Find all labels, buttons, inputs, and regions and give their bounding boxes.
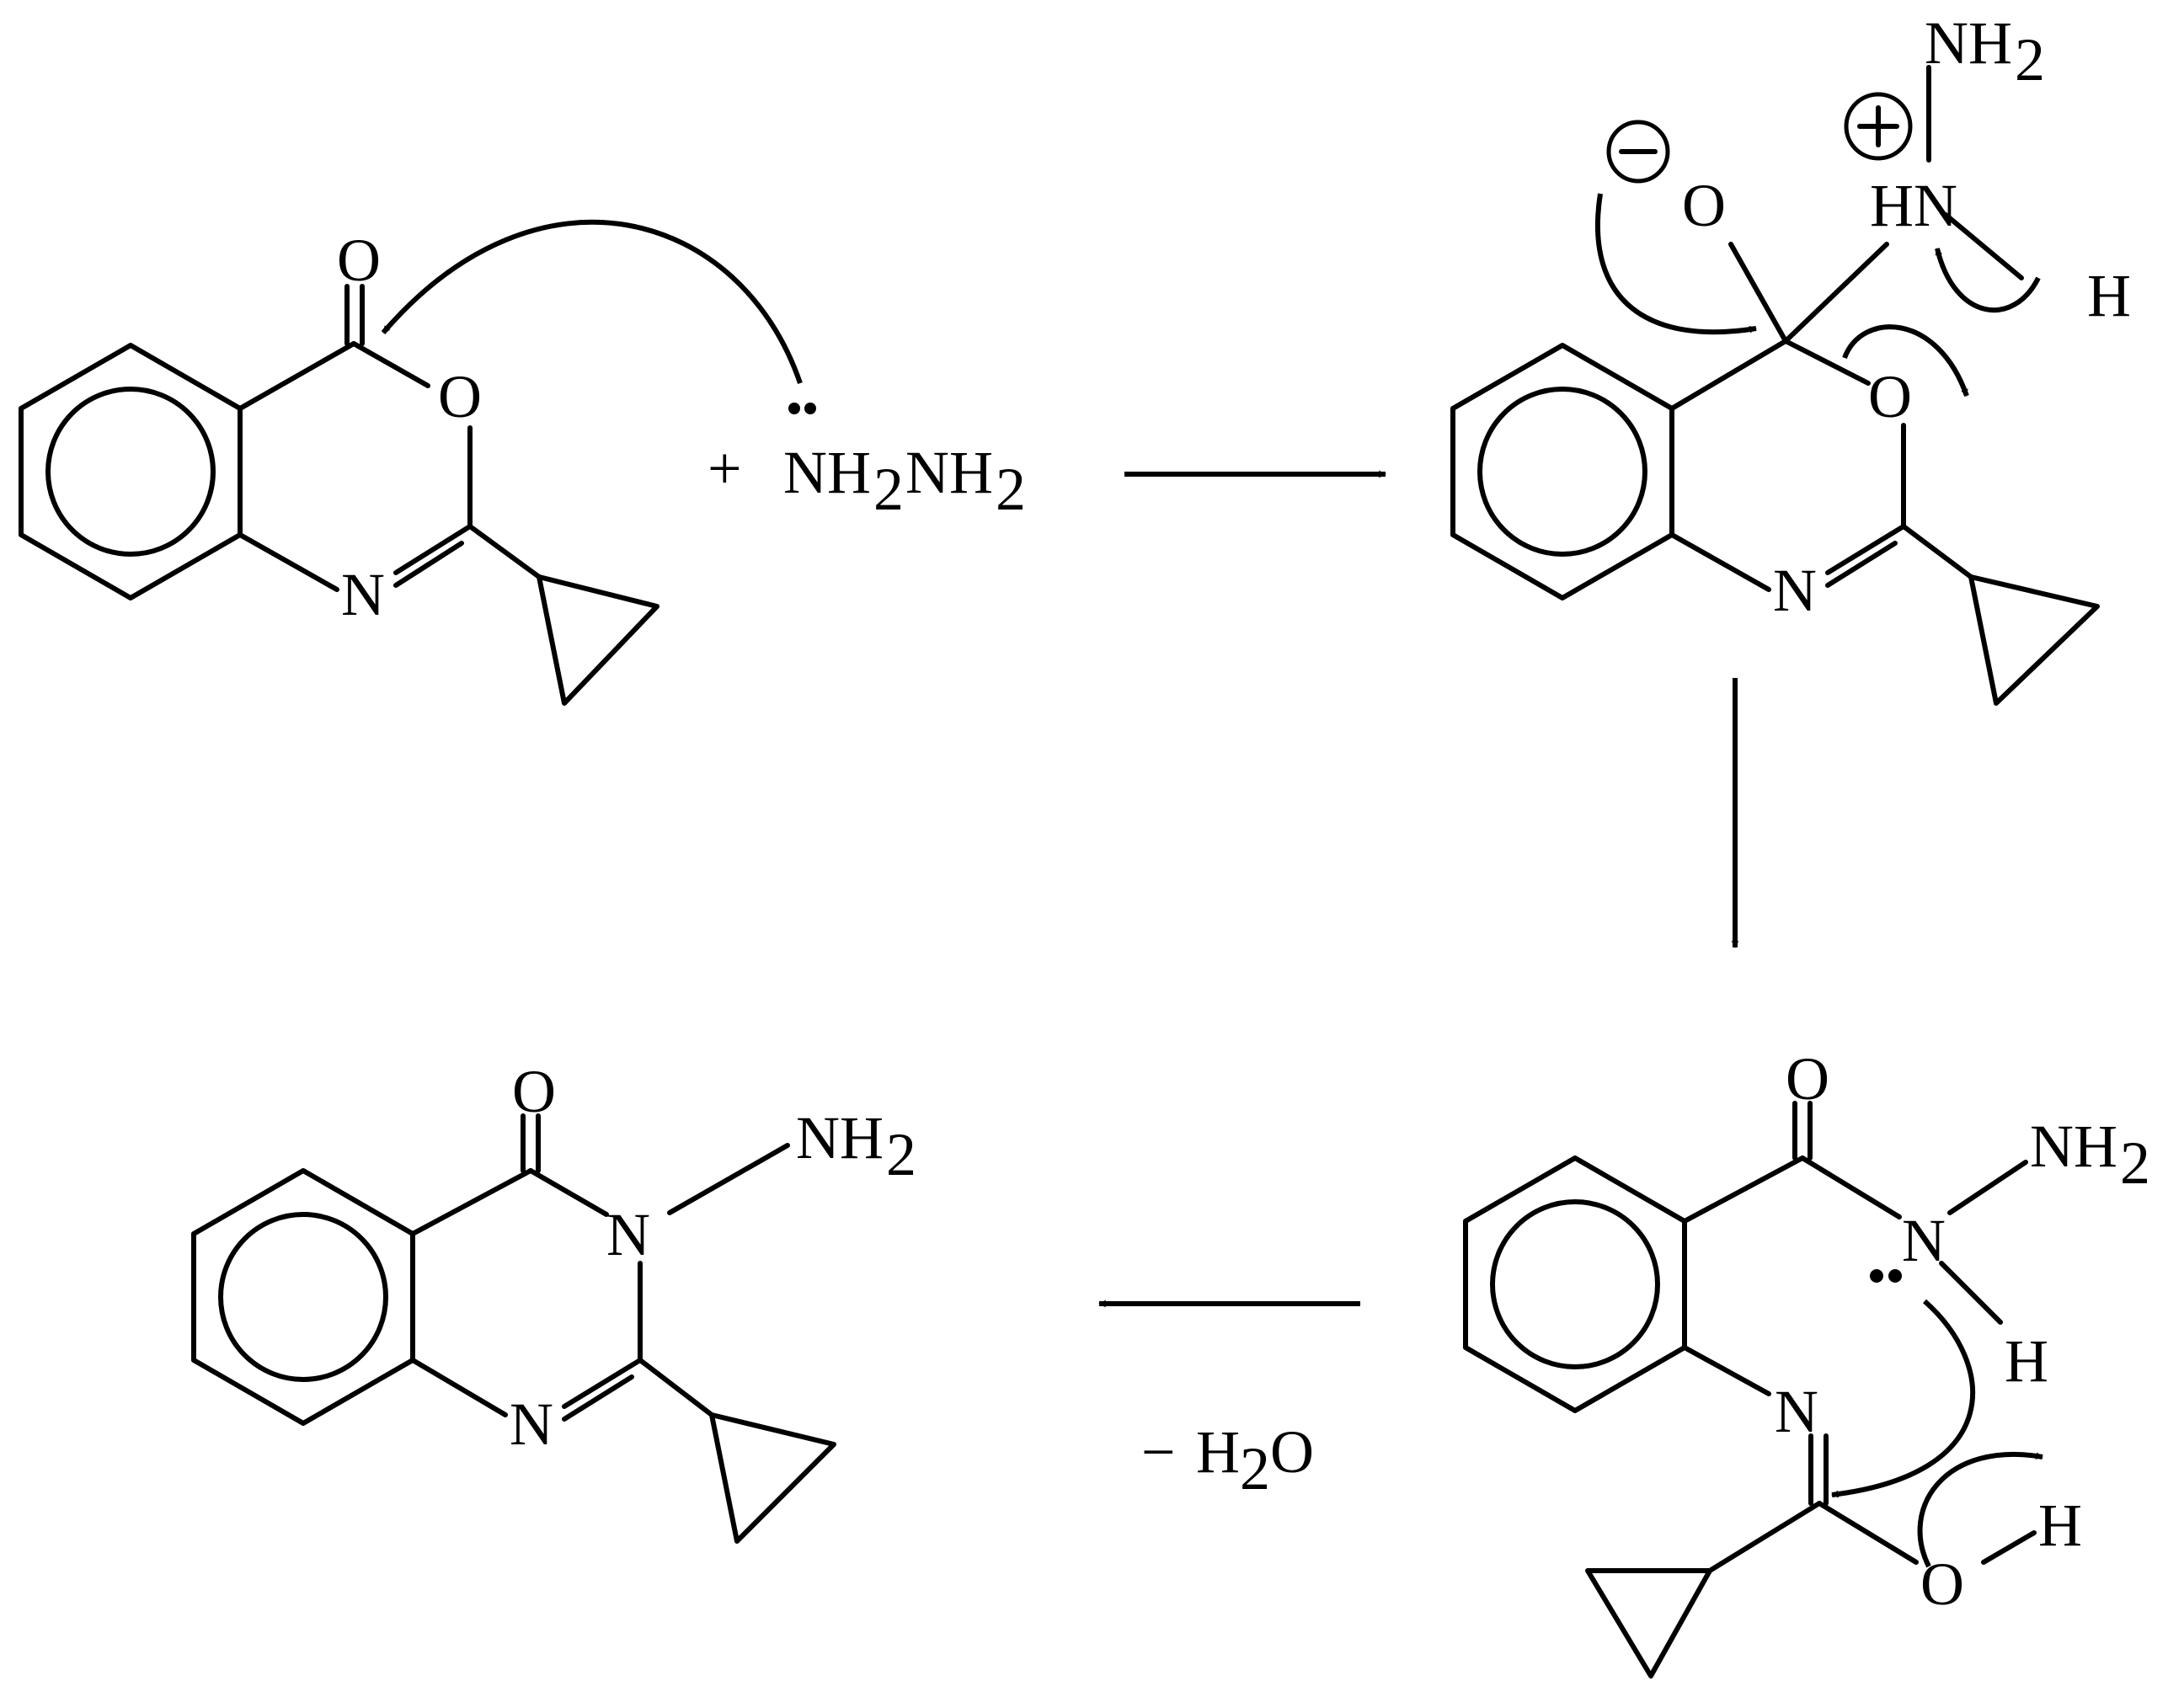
ring-oxygen: O [1868,363,1912,430]
lone-pair-dot [788,403,800,414]
curved-arrow-alkoxide [1594,193,1757,335]
ammonium-nitrogen: HN [1870,172,1957,239]
positive-charge-icon [1844,92,1913,161]
plus-sign: + [708,435,742,502]
reagent-nh2: NH [905,439,993,506]
benzene-ring [19,343,243,600]
ring-opened-intermediate: O N NH 2 H N O H [1463,1045,2150,1678]
reagent-nh: NH [783,439,871,506]
ring-nitrogen: N [341,561,385,628]
terminal-nh: NH [1925,9,2012,77]
carbonyl-oxygen: O [1786,1045,1829,1113]
tetrahedral-intermediate: O HN NH 2 H O N [1450,9,2131,706]
ring-nitrogen-1: N [510,1390,553,1458]
lone-pair-dot [804,403,816,414]
terminal-subscript: 2 [2120,1129,2150,1197]
ring-nitrogen-3: N [606,1201,650,1268]
water-elimination-label: − H 2 O [1141,1418,1314,1502]
imine-nitrogen: N [1775,1378,1818,1445]
amino-subscript: 2 [886,1121,916,1188]
alkoxide-oxygen: O [1682,172,1726,239]
water-o: O [1270,1418,1314,1486]
water-subscript: 2 [1240,1435,1270,1502]
hydrazide-nitrogen: N [1902,1207,1946,1274]
hydroxyl-hydrogen: H [2038,1492,2082,1559]
terminal-subscript: 2 [2015,26,2045,93]
nucleophilic-attack-arrow [381,219,803,384]
carbonyl-oxygen: O [337,227,381,294]
ring-nitrogen: N [1773,557,1817,624]
curved-arrow-ring-opening [1842,324,1969,397]
curved-arrow-proton-transfer [1935,248,2041,313]
reagent-subscript: 2 [996,456,1026,523]
amino-nh: NH [796,1104,884,1171]
carbonyl-oxygen: O [512,1058,556,1125]
n-hydrogen: H [2005,1327,2048,1395]
reagent-subscript: 2 [873,456,904,523]
ring-oxygen: O [438,363,482,430]
hydrazine-reagent: + NH 2 NH 2 [708,403,1026,523]
minus-sign: − [1141,1418,1176,1486]
lone-pair-dot [1888,1269,1902,1283]
benzoxazinone-reactant: O O N [19,227,659,706]
aromatic-circle [45,387,216,557]
lone-pair-dot [1870,1269,1883,1283]
water-h: H [1196,1418,1240,1486]
curved-arrow-cyclization [1831,1299,1976,1498]
hydrogen: H [2087,262,2131,329]
aminoquinazolinone-product: O N NH 2 N [191,1058,916,1544]
terminal-nh: NH [2030,1113,2117,1180]
negative-charge-icon [1606,120,1670,184]
curved-arrow-hydroxyl [1917,1451,2043,1568]
